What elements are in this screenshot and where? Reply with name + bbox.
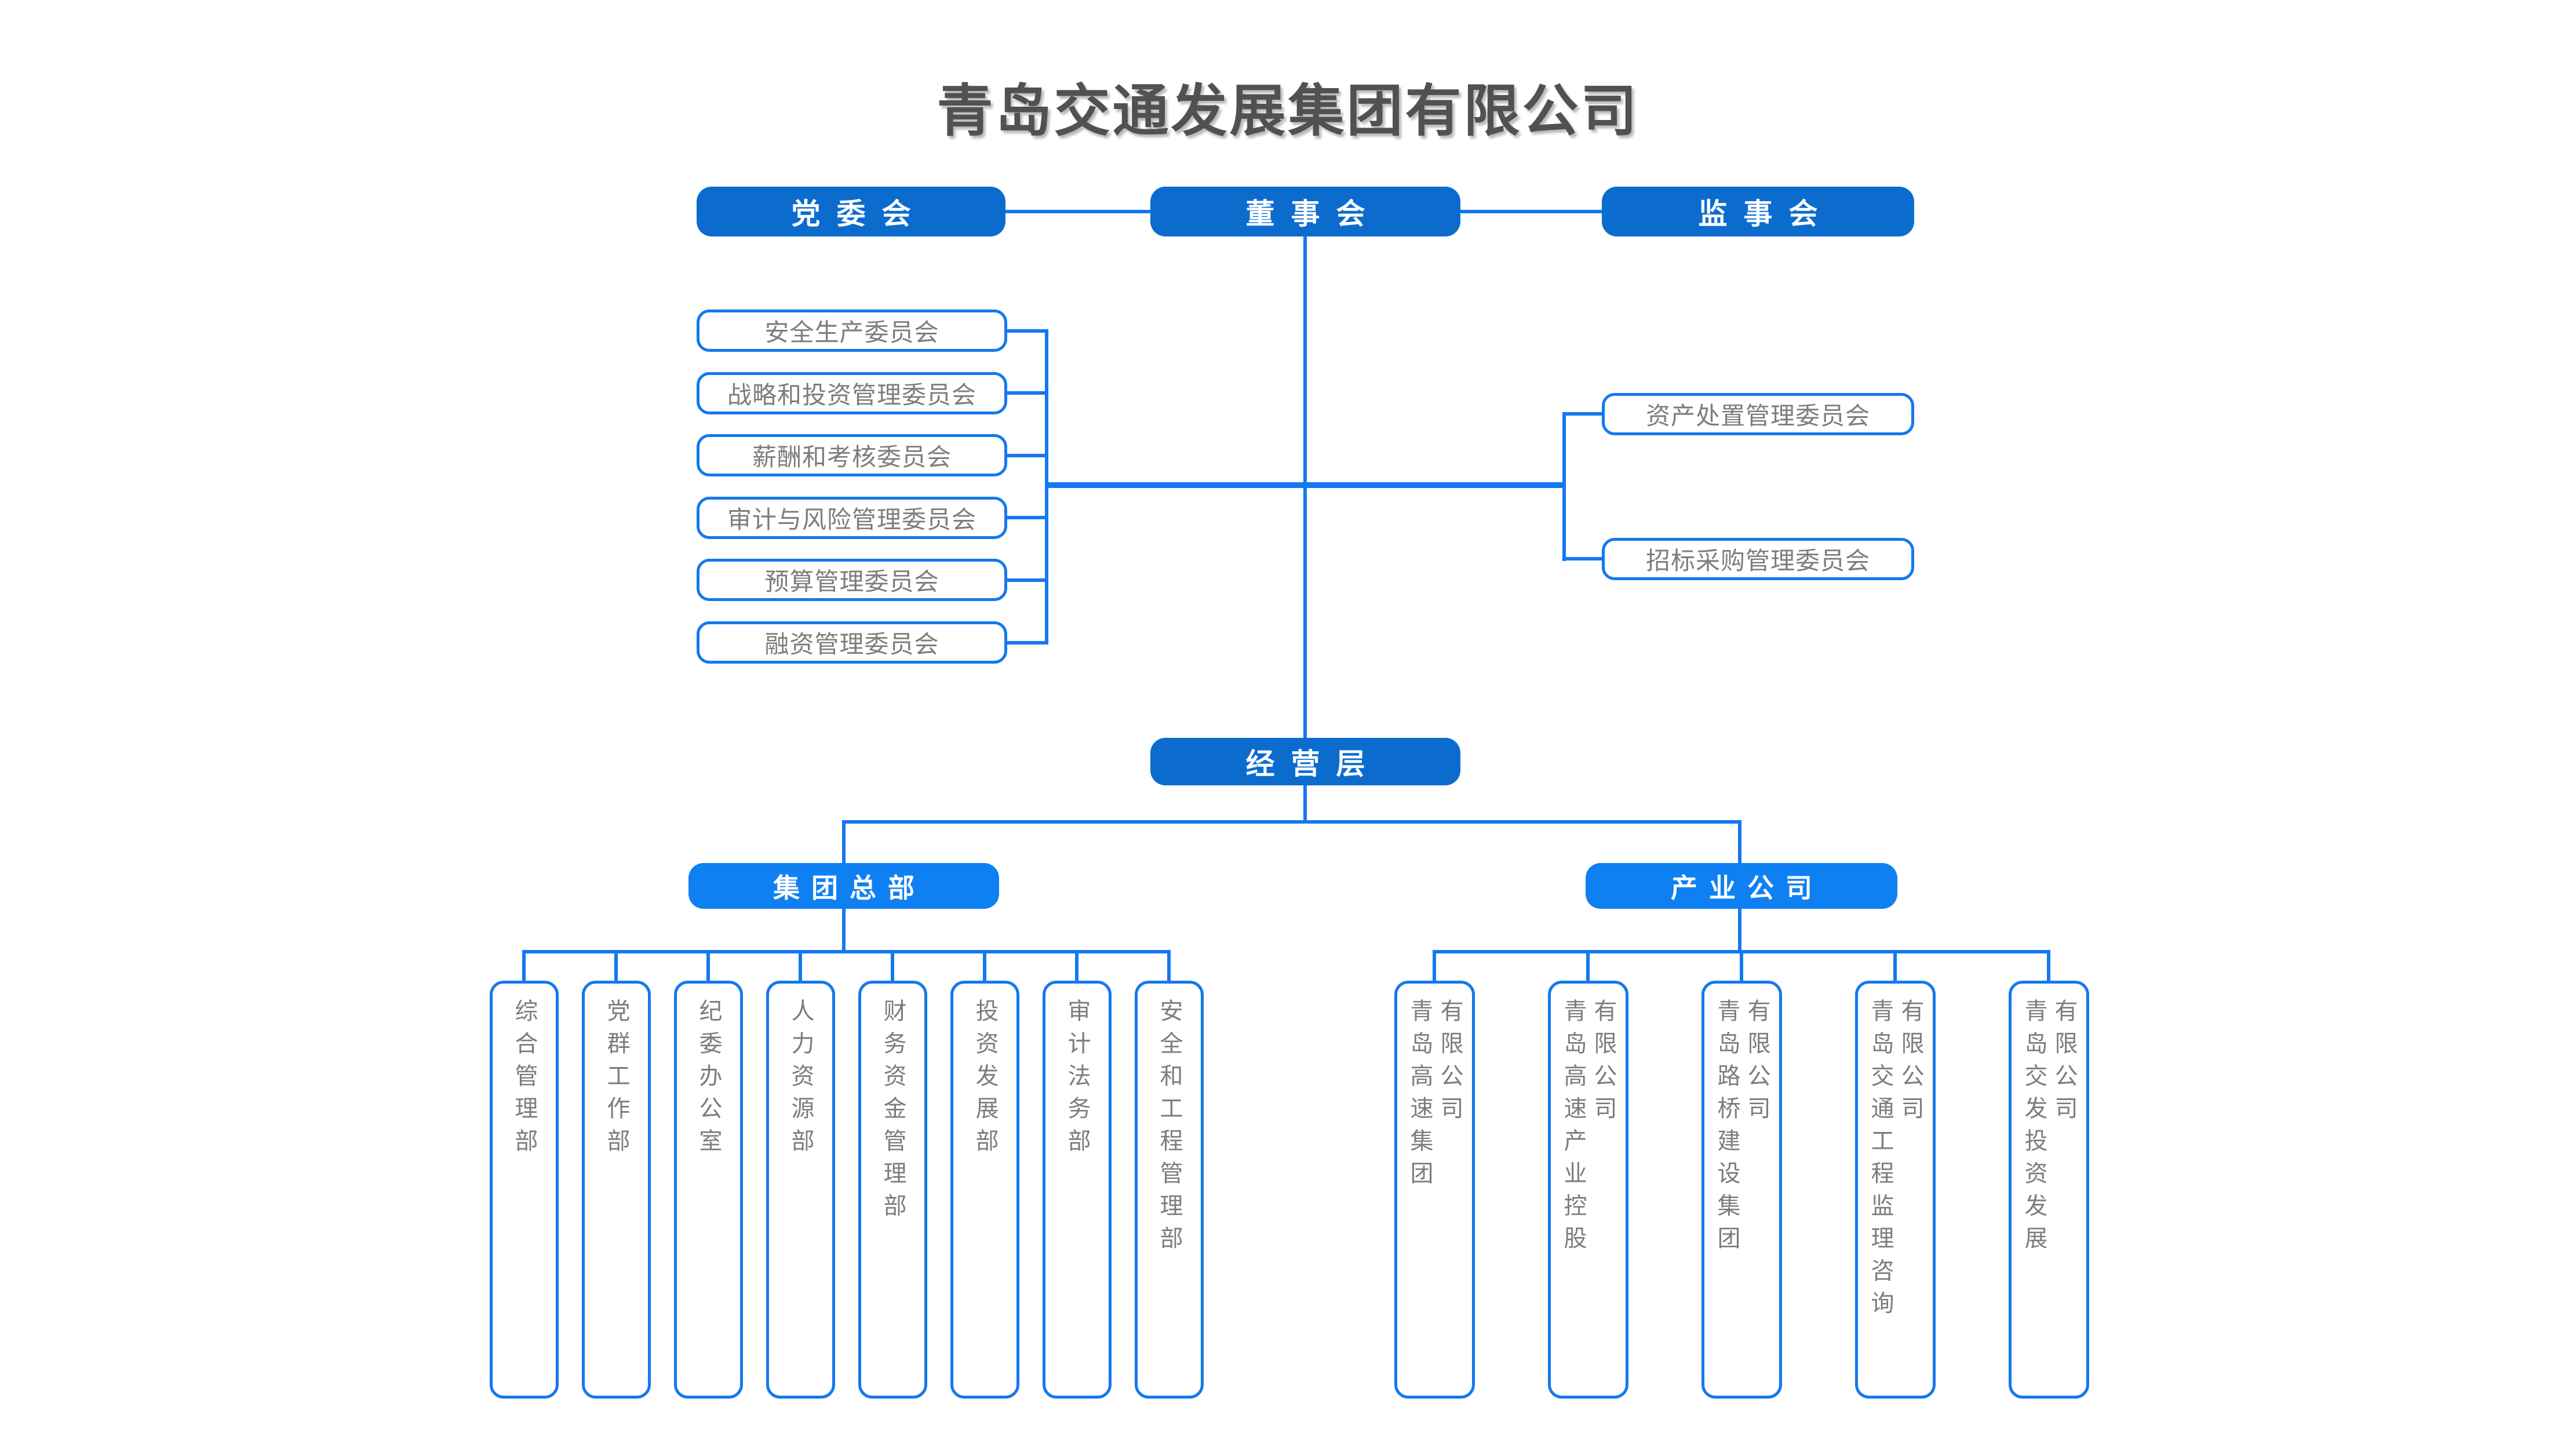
company-name: 青岛高速集团 <box>1407 999 1433 1193</box>
right-committee-trunk <box>1562 412 1566 561</box>
node-label: 董事会 <box>1245 198 1382 230</box>
department-node: 党群工作部 <box>582 981 651 1399</box>
node-label: 经营层 <box>1245 748 1382 780</box>
node-label: 产业公司 <box>1671 872 1824 903</box>
department-stub <box>522 953 526 981</box>
company-name: 青岛交通工程监理咨询 <box>1867 999 1893 1323</box>
department-node: 安全和工程管理部 <box>1135 981 1204 1399</box>
department-label: 安全和工程管理部 <box>1156 999 1182 1258</box>
node-management-layer: 经营层 <box>1150 738 1460 785</box>
node-board-of-directors: 董事会 <box>1150 187 1460 236</box>
company-suffix: 有限公司 <box>2051 999 2077 1128</box>
left-committee-stub <box>1007 329 1047 333</box>
industry-bottom-stub <box>1738 909 1741 950</box>
department-node: 财务资金管理部 <box>858 981 927 1399</box>
committee-label: 资产处置管理委员会 <box>1645 402 1870 429</box>
department-label: 财务资金管理部 <box>880 999 906 1226</box>
connector-committees-cross <box>1045 482 1566 488</box>
left-committee-stub <box>1007 578 1047 582</box>
connector-party-board <box>1005 210 1150 213</box>
management-stub <box>1303 785 1307 820</box>
company-label: 青岛交通工程监理咨询 有限公司 <box>1865 999 1926 1323</box>
department-stub <box>614 953 618 981</box>
node-label: 监事会 <box>1698 198 1834 230</box>
committee-label: 安全生产委员会 <box>764 319 939 346</box>
branch-cross <box>842 820 1741 824</box>
hq-top-stub <box>842 820 846 863</box>
company-suffix: 有限公司 <box>1437 999 1463 1128</box>
departments-cross <box>522 950 1171 953</box>
department-label: 党群工作部 <box>603 999 629 1161</box>
connector-board-supervisory <box>1460 210 1602 213</box>
department-label: 投资发展部 <box>972 999 998 1161</box>
right-committee-stub <box>1566 557 1602 560</box>
company-stub <box>1433 953 1436 981</box>
node-industry-companies: 产业公司 <box>1586 863 1897 909</box>
committee-node: 审计与风险管理委员会 <box>697 497 1007 539</box>
node-party-committee: 党委会 <box>697 187 1005 236</box>
left-committee-trunk <box>1045 329 1048 645</box>
committee-node: 预算管理委员会 <box>697 559 1007 601</box>
company-node: 青岛高速集团 有限公司 <box>1394 981 1475 1399</box>
node-label: 党委会 <box>791 198 927 230</box>
committee-label: 薪酬和考核委员会 <box>752 443 952 471</box>
department-node: 纪委办公室 <box>674 981 743 1399</box>
department-label: 综合管理部 <box>511 999 537 1161</box>
committee-node: 薪酬和考核委员会 <box>697 434 1007 476</box>
company-stub <box>1893 953 1897 981</box>
company-name: 青岛交发投资发展 <box>2021 999 2047 1258</box>
company-label: 青岛高速集团 有限公司 <box>1405 999 1465 1193</box>
node-supervisory-board: 监事会 <box>1602 187 1914 236</box>
department-node: 综合管理部 <box>490 981 559 1399</box>
company-suffix: 有限公司 <box>1744 999 1770 1128</box>
hq-bottom-stub <box>842 909 846 950</box>
department-node: 人力资源部 <box>766 981 835 1399</box>
committee-label: 融资管理委员会 <box>764 631 939 658</box>
committee-node: 融资管理委员会 <box>697 621 1007 664</box>
department-stub <box>983 953 986 981</box>
company-stub <box>1740 953 1743 981</box>
right-committee-stub <box>1566 412 1602 416</box>
company-suffix: 有限公司 <box>1897 999 1923 1128</box>
industry-top-stub <box>1738 820 1741 863</box>
department-node: 投资发展部 <box>950 981 1019 1399</box>
company-suffix: 有限公司 <box>1590 999 1616 1128</box>
company-node: 青岛交发投资发展 有限公司 <box>2009 981 2089 1399</box>
company-node: 青岛交通工程监理咨询 有限公司 <box>1855 981 1936 1399</box>
department-stub <box>799 953 802 981</box>
company-stub <box>1586 953 1590 981</box>
department-label: 人力资源部 <box>788 999 814 1161</box>
company-label: 青岛高速产业控股 有限公司 <box>1558 999 1619 1258</box>
committee-node: 资产处置管理委员会 <box>1602 393 1914 435</box>
company-name: 青岛路桥建设集团 <box>1714 999 1740 1258</box>
left-committee-stub <box>1007 391 1047 395</box>
left-committee-stub <box>1007 454 1047 457</box>
node-group-headquarters: 集团总部 <box>688 863 999 909</box>
company-label: 青岛路桥建设集团 有限公司 <box>1712 999 1772 1258</box>
companies-cross <box>1433 950 2050 953</box>
department-stub <box>891 953 894 981</box>
committee-label: 预算管理委员会 <box>764 568 939 595</box>
department-stub <box>1167 953 1171 981</box>
department-stub <box>706 953 710 981</box>
department-label: 审计法务部 <box>1064 999 1090 1161</box>
committee-node: 招标采购管理委员会 <box>1602 538 1914 580</box>
company-name: 青岛高速产业控股 <box>1560 999 1586 1258</box>
company-stub <box>2047 953 2050 981</box>
left-committee-stub <box>1007 516 1047 519</box>
company-node: 青岛高速产业控股 有限公司 <box>1548 981 1628 1399</box>
node-label: 集团总部 <box>773 872 926 903</box>
committee-label: 战略和投资管理委员会 <box>727 381 977 409</box>
department-node: 审计法务部 <box>1043 981 1112 1399</box>
page-title: 青岛交通发展集团有限公司 <box>937 79 1639 143</box>
committee-node: 战略和投资管理委员会 <box>697 372 1007 414</box>
company-label: 青岛交发投资发展 有限公司 <box>2019 999 2079 1258</box>
department-label: 纪委办公室 <box>695 999 722 1161</box>
committee-node: 安全生产委员会 <box>697 310 1007 352</box>
department-stub <box>1075 953 1079 981</box>
committee-label: 审计与风险管理委员会 <box>727 506 977 533</box>
committee-label: 招标采购管理委员会 <box>1645 547 1870 574</box>
company-node: 青岛路桥建设集团 有限公司 <box>1701 981 1782 1399</box>
left-committee-stub <box>1007 641 1047 645</box>
